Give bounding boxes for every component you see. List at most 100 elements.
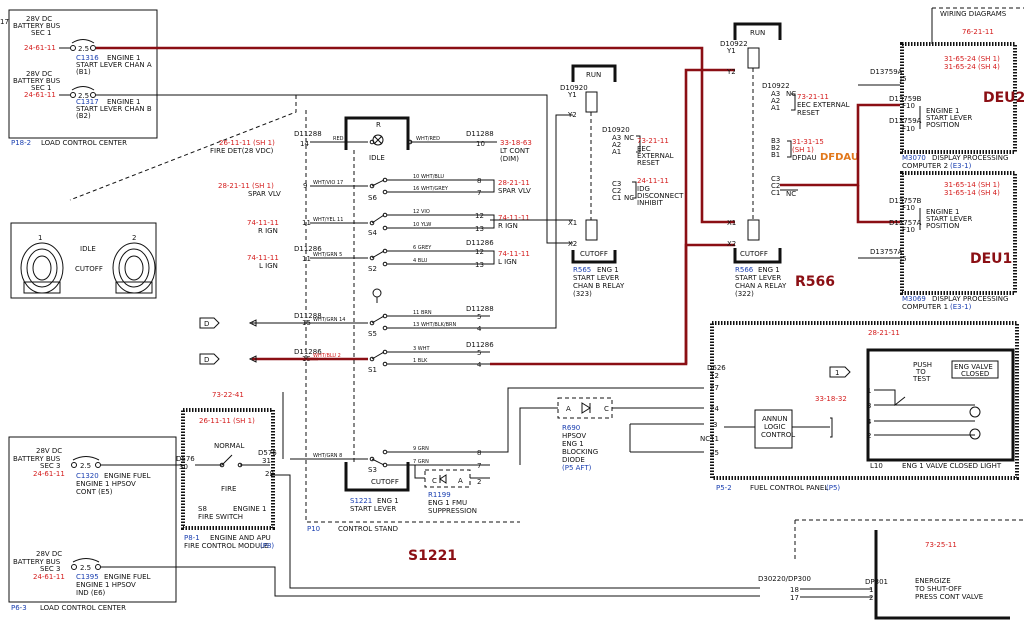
bus-label: 28V DC [26, 15, 52, 23]
dfdau-label: DFDAU [820, 152, 859, 163]
svg-text:24: 24 [710, 405, 719, 413]
svg-text:D13757A: D13757A [870, 248, 903, 256]
right-wires: WHT/RED 10 WHT/BLU 16 WHT/GREY 12 VIO 10… [387, 136, 490, 466]
svg-text:31: 31 [262, 457, 271, 465]
lever-body [344, 462, 410, 492]
svg-text:F10: F10 [902, 102, 915, 110]
stand-label: CONTROL STAND [338, 525, 398, 533]
svg-text:2.5: 2.5 [80, 564, 91, 572]
svg-text:CUTOFF: CUTOFF [580, 250, 608, 258]
lever-icon [20, 242, 64, 294]
svg-text:4 BLU: 4 BLU [413, 258, 428, 264]
svg-text:33-18-63: 33-18-63 [500, 139, 532, 147]
svg-text:TEST: TEST [912, 375, 931, 383]
relay-r566: RUN CUTOFF D10922 Y1 Y2 X1 X2 D10922 A3 … [720, 22, 859, 298]
svg-text:ENGINE 1 HPSOV: ENGINE 1 HPSOV [76, 581, 136, 589]
svg-text:D10922: D10922 [720, 40, 748, 48]
svg-text:PRESS CONT VALVE: PRESS CONT VALVE [915, 593, 983, 601]
cb-desc: START LEVER CHAN B [76, 105, 152, 113]
arrow-icon [248, 319, 257, 327]
wire-label: WHT/VIO 17 [313, 180, 343, 186]
svg-text:WHT/RED: WHT/RED [416, 136, 440, 142]
svg-text:Y1: Y1 [567, 91, 577, 99]
svg-text:SUPPRESSION: SUPPRESSION [428, 507, 477, 515]
deu1-big-label: DEU1 [970, 251, 1012, 267]
diode-border [557, 397, 613, 419]
wire-to-r566-x2 [684, 243, 735, 364]
svg-text:START LEVER: START LEVER [926, 215, 972, 223]
energize-border [794, 519, 1024, 560]
svg-text:1: 1 [869, 586, 873, 594]
idle-label: IDLE [80, 245, 96, 253]
svg-text:COMPUTER 2: COMPUTER 2 [902, 162, 948, 170]
svg-text:M3069: M3069 [902, 295, 926, 303]
wire [546, 220, 573, 244]
svg-text:TO SHUT-OFF: TO SHUT-OFF [914, 585, 962, 593]
bus-label: BATTERY BUS [13, 77, 61, 85]
svg-text:1: 1 [867, 387, 871, 395]
svg-text:Y2: Y2 [567, 111, 577, 119]
svg-text:A1: A1 [612, 148, 621, 156]
leader-line [69, 95, 297, 201]
svg-text:D13759A: D13759A [870, 68, 903, 76]
svg-text:SPAR VLV: SPAR VLV [498, 187, 531, 195]
wire-label: WHT/YEL 11 [313, 217, 343, 223]
svg-text:4: 4 [477, 325, 482, 333]
pin: 14 [300, 140, 309, 148]
svg-text:12: 12 [475, 212, 484, 220]
switch-label: S1 [368, 366, 377, 374]
wire-to-deu1 [856, 185, 900, 224]
svg-text:5: 5 [477, 349, 481, 357]
cb-desc: (B1) [76, 68, 91, 76]
energize-body [874, 530, 1010, 620]
deu2-border [900, 42, 1017, 154]
svg-text:29: 29 [265, 470, 274, 478]
svg-text:BATTERY BUS: BATTERY BUS [13, 558, 61, 566]
svg-text:F10: F10 [902, 226, 915, 234]
svg-text:C2: C2 [612, 187, 621, 195]
wire [519, 407, 704, 465]
svg-text:X2: X2 [727, 240, 736, 248]
right-connectors: D11288 10 8 7 12 13 D11286 12 13 D11288 … [466, 130, 494, 486]
svg-text:C1: C1 [771, 189, 780, 197]
stand-ref: P10 [307, 525, 320, 533]
svg-text:IND (E6): IND (E6) [76, 589, 106, 597]
svg-text:D: D [204, 320, 209, 328]
svg-text:DISCONNECT: DISCONNECT [637, 192, 684, 200]
load-control-center-bottom: 28V DC BATTERY BUS SEC 3 24-61-11 2.5 C1… [8, 436, 183, 612]
conn-id: D11288 [294, 312, 322, 320]
svg-text:31-31-15: 31-31-15 [792, 138, 824, 146]
svg-text:12 VIO: 12 VIO [413, 209, 430, 215]
svg-text:ENERGIZE: ENERGIZE [915, 577, 951, 585]
bus-ref: 24-61-11 [24, 91, 56, 99]
lamp-icon [969, 428, 981, 440]
bus-label: BATTERY BUS [13, 22, 61, 30]
svg-text:ENGINE 1: ENGINE 1 [926, 208, 960, 216]
svg-text:D626: D626 [707, 364, 726, 372]
load-control-center-top: 28V DC BATTERY BUS SEC 1 24-61-11 2.5 C1… [8, 9, 158, 147]
svg-text:C1: C1 [612, 194, 621, 202]
svg-text:D: D [204, 356, 209, 364]
svg-text:R565: R565 [573, 266, 591, 274]
svg-text:S8: S8 [198, 505, 207, 513]
svg-text:74-11-11: 74-11-11 [498, 250, 530, 258]
page-number: 17 [0, 18, 9, 26]
svg-text:(P5): (P5) [826, 484, 840, 492]
fcp-border [710, 321, 1019, 480]
wire-chan-a [96, 46, 735, 224]
svg-text:X1: X1 [727, 219, 736, 227]
svg-text:D30220/DP300: D30220/DP300 [758, 575, 811, 583]
svg-text:D576: D576 [258, 449, 277, 457]
svg-text:2.5: 2.5 [80, 462, 91, 470]
lever-icon [112, 242, 156, 294]
svg-text:7: 7 [477, 462, 481, 470]
switch-label: S3 [368, 466, 377, 474]
svg-text:TO: TO [915, 368, 926, 376]
svg-text:10: 10 [476, 140, 485, 148]
wire-label: WHT/GRN 14 [313, 317, 345, 323]
svg-text:L10: L10 [870, 462, 883, 470]
cb-pin: 2.5 [78, 92, 89, 100]
cb-terminal [70, 45, 76, 51]
svg-text:NC: NC [786, 190, 796, 198]
svg-text:D11286: D11286 [466, 239, 494, 247]
